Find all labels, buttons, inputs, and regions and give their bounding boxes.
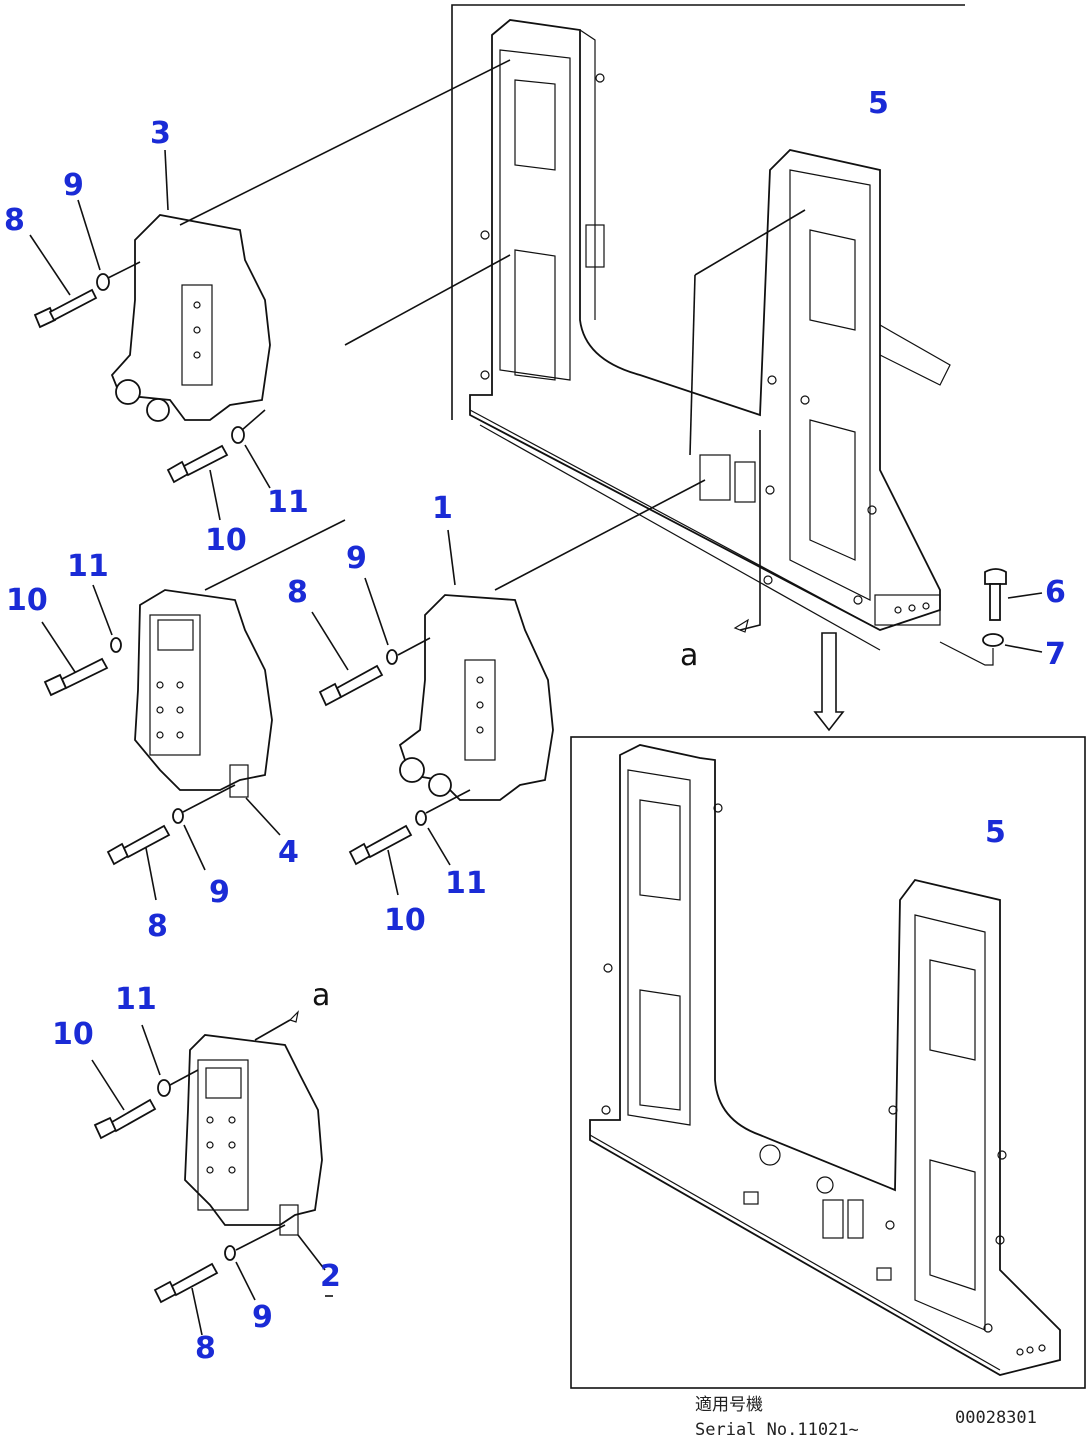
callout-6: 6 (1045, 575, 1066, 610)
callout-11-a: 11 (267, 485, 309, 520)
callout-8-d: 8 (195, 1331, 216, 1366)
washer-9-d (224, 1224, 333, 1301)
bolt-8-a (29, 234, 98, 329)
washer-9-b (172, 784, 281, 871)
serial-range: Serial No.11021~ (695, 1420, 859, 1440)
applicable-label: 適用号機 (695, 1395, 763, 1415)
control-valve-2 (184, 1010, 323, 1236)
washer-11-c (415, 789, 471, 866)
callout-10-c: 10 (384, 903, 426, 938)
callout-10-b: 10 (6, 583, 48, 618)
callout-9-a: 9 (63, 168, 84, 203)
frame-detail-view (570, 736, 1086, 1389)
bolt-8-d (153, 1262, 219, 1336)
bolt-10-a (166, 444, 229, 521)
control-valve-3 (110, 59, 511, 422)
view-ref-a-upper: a (680, 638, 698, 673)
frame-upper (451, 4, 965, 651)
callout-4: 4 (278, 835, 299, 870)
control-valve-4 (134, 519, 346, 798)
callout-8-a: 8 (4, 203, 25, 238)
callout-2: 2 (320, 1259, 341, 1294)
washer-11-b (92, 584, 122, 653)
drawing-number: 00028301 (955, 1408, 1037, 1428)
callout-11-c: 11 (445, 866, 487, 901)
callout-9-b: 9 (209, 875, 230, 910)
callout-10-a: 10 (205, 523, 247, 558)
bolt-10-c (348, 824, 413, 896)
washer-11-d (141, 1024, 199, 1097)
callout-1: 1 (432, 491, 453, 526)
callout-5-a: 5 (868, 86, 889, 121)
callout-11-b: 11 (67, 549, 109, 584)
callout-9-d: 9 (252, 1300, 273, 1335)
view-ref-a-lower: a (312, 978, 330, 1013)
bolt-8-b (106, 824, 171, 901)
callout-5-b: 5 (985, 815, 1006, 850)
washer-7 (939, 633, 1043, 666)
callout-7: 7 (1045, 637, 1066, 672)
callout-11-d: 11 (115, 982, 157, 1017)
callout-9-c: 9 (346, 541, 367, 576)
view-arrow (813, 632, 845, 732)
view-a-leader (689, 209, 806, 633)
washer-9-a (77, 199, 141, 291)
washer-11-a (231, 409, 271, 489)
control-valve-1 (398, 479, 706, 801)
callout-8-c: 8 (287, 575, 308, 610)
bolt-8-c (311, 611, 384, 707)
bolt-10-b (41, 621, 109, 697)
callout-8-b: 8 (147, 909, 168, 944)
callout-10-d: 10 (52, 1017, 94, 1052)
bolt-6 (984, 568, 1043, 621)
washer-9-c (364, 577, 431, 665)
callout-3: 3 (150, 116, 171, 151)
bolt-10-d (91, 1059, 157, 1140)
